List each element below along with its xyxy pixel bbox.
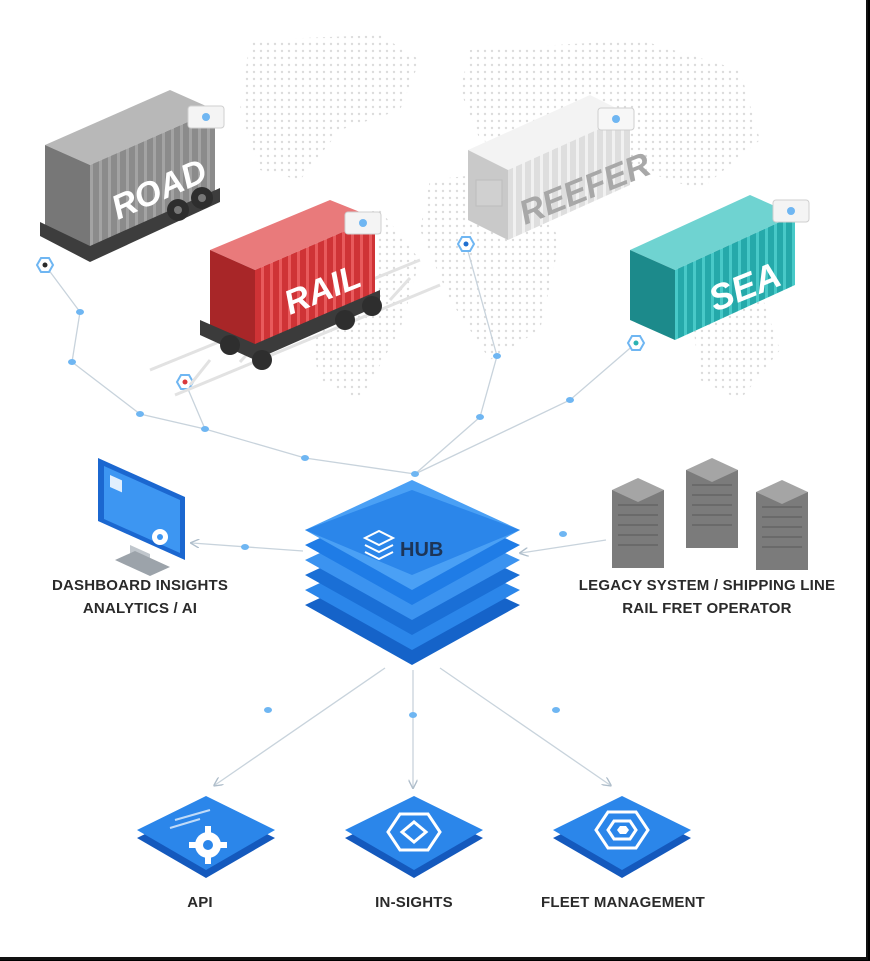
dashboard-label-line1: DASHBOARD INSIGHTS (51, 577, 229, 594)
hub-layers-icon (362, 529, 396, 561)
insights-label: IN-SIGHTS (375, 894, 453, 911)
sensor-marker-road (35, 257, 55, 273)
rail-container: RAIL (200, 200, 382, 370)
dashboard-monitor-icon (98, 458, 185, 576)
legacy-label-line2: RAIL FRET OPERATOR (622, 600, 792, 617)
sensor-marker-reefer (456, 236, 476, 252)
api-tile (137, 796, 275, 878)
api-label: API (187, 894, 213, 911)
fleet-core-icon (617, 826, 629, 834)
road-container: ROAD (40, 90, 225, 262)
legacy-label-line1: LEGACY SYSTEM / SHIPPING LINE (578, 577, 836, 594)
hexagon-insights-icon (386, 812, 442, 852)
reefer-container: REEFER (468, 95, 656, 240)
node-dashboard (241, 544, 249, 550)
hub-stack: HUB (305, 480, 520, 665)
server-racks-icon (612, 458, 808, 570)
node-insights (409, 712, 417, 718)
hub-label: HUB (400, 539, 443, 561)
output-connectors (215, 667, 610, 787)
dashboard-label-line2: ANALYTICS / AI (82, 600, 198, 617)
fleet-hexagon-icon (594, 810, 650, 850)
sensor-marker-sea (626, 335, 646, 351)
sea-container: SEA (630, 195, 810, 340)
insights-tile (345, 796, 483, 878)
fleet-management-label: FLEET MANAGEMENT (540, 894, 706, 911)
node-fleet (552, 707, 560, 713)
gear-icon (189, 826, 227, 864)
network-nodes (68, 309, 574, 477)
node-legacy (559, 531, 567, 537)
fleet-tile (553, 796, 691, 878)
node-api (264, 707, 272, 713)
